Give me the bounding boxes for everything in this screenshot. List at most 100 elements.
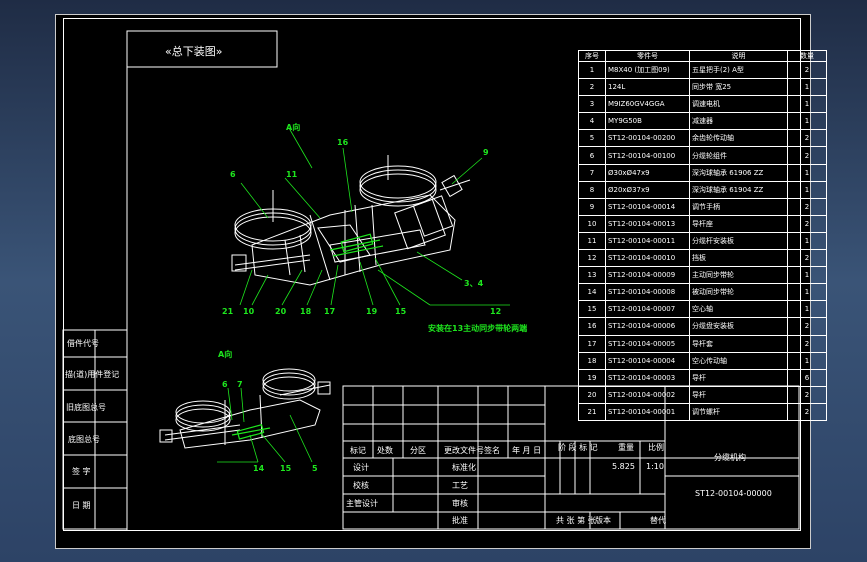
parts-cell-no: 5 <box>578 129 606 148</box>
drawing-number: ST12-00104-00000 <box>695 489 772 498</box>
parts-cell-code: ST12-00104-00002 <box>605 385 690 404</box>
drawing-name: 分缆机构 <box>714 453 746 462</box>
callout-11: 11 <box>286 170 298 179</box>
parts-cell-name: 深沟球轴承 61906 ZZ <box>689 163 788 182</box>
callout-b6: 6 <box>222 380 228 389</box>
parts-cell-qty: 2 <box>787 385 827 404</box>
tb-count: 处数 <box>377 446 393 455</box>
parts-cell-name: 分缆盘安装板 <box>689 317 788 336</box>
parts-cell-code: ST12-00104-00008 <box>605 283 690 302</box>
tb-approve: 批准 <box>452 516 468 525</box>
parts-cell-name: 挡板 <box>689 249 788 268</box>
parts-cell-code: ST12-00104-00011 <box>605 231 690 251</box>
parts-cell-name: 分缆杆安装板 <box>689 231 788 251</box>
parts-cell-code: ST12-00104-00003 <box>605 368 690 387</box>
parts-cell-no: 10 <box>578 214 606 233</box>
parts-cell-no: 4 <box>578 112 606 131</box>
parts-cell-name: 调节手柄 <box>689 197 788 216</box>
callout-12: 12 <box>490 307 502 316</box>
tb-mark: 标记 <box>350 446 366 455</box>
tb-sign: 签名 <box>484 446 500 455</box>
parts-cell-qty: 1 <box>787 163 827 182</box>
parts-cell-name: 五星把手(2) A型 <box>689 60 788 80</box>
parts-cell-no: 2 <box>578 78 606 97</box>
parts-cell-qty: 1 <box>787 300 827 319</box>
parts-cell-code: M8X40 (加工图09) <box>605 60 690 80</box>
parts-cell-name: 导杆 <box>689 368 788 387</box>
parts-cell-code: M9IZ60GV4GGA <box>605 95 690 114</box>
parts-cell-code: MY9G50B <box>605 112 690 131</box>
parts-cell-name: 减速器 <box>689 112 788 131</box>
parts-cell-qty: 1 <box>787 78 827 97</box>
view-label-a-bottom: A向 <box>218 350 233 359</box>
title-box-label: «总下装图» <box>165 45 223 58</box>
header-qty: 数量 <box>787 50 827 62</box>
callout-19: 19 <box>366 307 378 316</box>
strip-label-5: 日 期 <box>72 501 91 510</box>
tb-weight-label: 重量 <box>618 443 634 452</box>
parts-cell-code: ST12-00104-00005 <box>605 334 690 353</box>
parts-cell-code: ST12-00104-00007 <box>605 300 690 319</box>
callout-17: 17 <box>324 307 336 316</box>
parts-cell-no: 18 <box>578 351 606 370</box>
tb-replace: 替代 <box>650 516 666 525</box>
parts-cell-name: 主动同步带轮 <box>689 266 788 285</box>
parts-cell-code: ST12-00104-00013 <box>605 214 690 233</box>
callout-9: 9 <box>483 148 489 157</box>
tb-docno: 更改文件号 <box>444 446 484 455</box>
parts-cell-qty: 2 <box>787 334 827 353</box>
parts-cell-qty: 1 <box>787 283 827 302</box>
parts-cell-no: 13 <box>578 266 606 285</box>
parts-cell-code: ST12-00104-00009 <box>605 266 690 285</box>
parts-cell-no: 3 <box>578 95 606 114</box>
header-code: 零件号 <box>605 50 690 62</box>
parts-header-row: 序号 零件号 说明 数量 <box>578 50 827 62</box>
parts-cell-qty: 2 <box>787 197 827 216</box>
parts-cell-qty: 1 <box>787 266 827 285</box>
parts-cell-name: 被动同步带轮 <box>689 283 788 302</box>
parts-cell-no: 21 <box>578 402 606 421</box>
tb-chief: 主管设计 <box>346 499 378 508</box>
header-name: 说明 <box>689 50 788 62</box>
parts-cell-name: 调节螺杆 <box>689 402 788 421</box>
tb-sheets: 共 张 第 张 <box>556 516 596 525</box>
parts-cell-no: 20 <box>578 385 606 404</box>
parts-cell-name: 导杆 <box>689 385 788 404</box>
tb-weight-value: 5.825 <box>612 462 635 471</box>
callout-18: 18 <box>300 307 312 316</box>
parts-cell-no: 8 <box>578 180 606 199</box>
parts-cell-qty: 2 <box>787 60 827 80</box>
parts-cell-qty: 1 <box>787 112 827 131</box>
tb-version: 版本 <box>595 516 611 525</box>
strip-label-2: 旧底图总号 <box>66 403 106 412</box>
tb-std: 标准化 <box>452 463 476 472</box>
strip-label-3: 底图总号 <box>68 435 100 444</box>
parts-cell-no: 12 <box>578 249 606 268</box>
callout-6: 6 <box>230 170 236 179</box>
parts-cell-name: 分缆轮组件 <box>689 146 788 165</box>
parts-cell-qty: 2 <box>787 129 827 148</box>
parts-cell-name: 空心轴 <box>689 300 788 319</box>
parts-cell-code: Ø20xØ37x9 <box>605 180 690 199</box>
parts-cell-no: 7 <box>578 163 606 182</box>
parts-cell-qty: 1 <box>787 351 827 370</box>
parts-cell-code: ST12-00104-00014 <box>605 197 690 216</box>
parts-cell-qty: 6 <box>787 368 827 387</box>
strip-label-4: 签 字 <box>72 467 91 476</box>
parts-cell-qty: 2 <box>787 214 827 233</box>
